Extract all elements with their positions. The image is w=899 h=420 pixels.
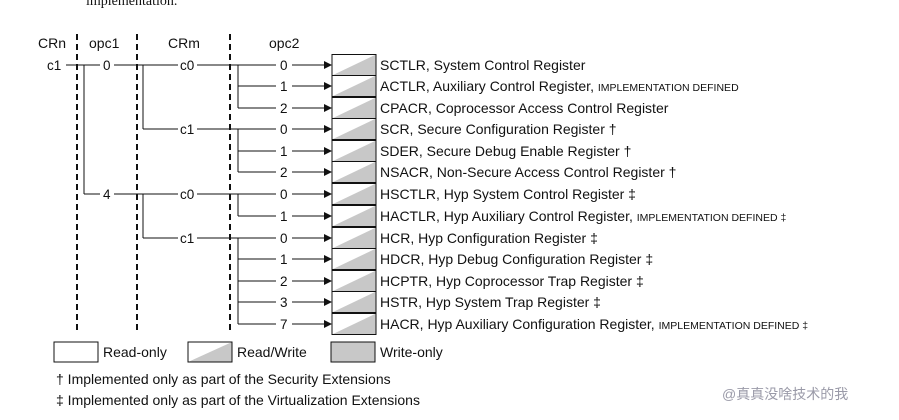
register-row: 3 HSTR, Hyp System Trap Register ‡ [238, 291, 601, 313]
opc2-label: 0 [280, 231, 288, 246]
access-box [331, 54, 377, 76]
register-row: 0 HSCTLR, Hyp System Control Register ‡ [276, 183, 636, 205]
register-name: ACTLR, Auxiliary Control Register, IMPLE… [380, 78, 739, 94]
register-row: 0 SCTLR, System Control Register [276, 54, 586, 76]
opc2-label: 2 [280, 101, 288, 116]
footnote-virtualization: ‡ Implemented only as part of the Virtua… [56, 392, 420, 408]
watermark: @真真没啥技术的我 [722, 386, 848, 402]
register-name: HACR, Hyp Auxiliary Configuration Regist… [380, 316, 808, 332]
footnote-security: † Implemented only as part of the Securi… [56, 371, 391, 387]
opc2-label: 1 [280, 252, 288, 267]
tree-lines [66, 64, 276, 324]
register-name: SCR, Secure Configuration Register † [380, 121, 617, 137]
opc2-label: 7 [280, 317, 288, 332]
crn-label: c1 [47, 58, 61, 73]
access-box [331, 183, 377, 205]
opc1-label-4: 4 [103, 187, 111, 202]
access-box [331, 118, 377, 140]
opc2-label: 0 [280, 187, 288, 202]
access-box [331, 227, 377, 249]
access-box [331, 205, 377, 227]
register-name: HCR, Hyp Configuration Register ‡ [380, 230, 598, 246]
register-row: 1 HDCR, Hyp Debug Configuration Register … [238, 248, 653, 270]
register-row: 2 NSACR, Non-Secure Access Control Regist… [238, 161, 676, 183]
legend-read-only-swatch [53, 341, 99, 363]
register-name: NSACR, Non-Secure Access Control Registe… [380, 164, 676, 180]
register-row: 1 HACTLR, Hyp Auxiliary Control Register,… [238, 205, 786, 227]
legend-read-write-label: Read/Write [237, 344, 307, 360]
opc2-label: 1 [280, 209, 288, 224]
header-crn: CRn [38, 35, 66, 51]
opc2-label: 0 [280, 58, 288, 73]
access-box [331, 313, 377, 335]
register-name: HCPTR, Hyp Coprocessor Trap Register ‡ [380, 273, 644, 289]
register-name: HACTLR, Hyp Auxiliary Control Register, … [380, 208, 786, 224]
access-box [331, 75, 377, 97]
opc2-label: 3 [280, 295, 288, 310]
opc2-label: 0 [280, 122, 288, 137]
header-opc2: opc2 [269, 35, 300, 51]
header-opc1: opc1 [89, 35, 120, 51]
register-name: HSCTLR, Hyp System Control Register ‡ [380, 186, 636, 202]
access-box [331, 270, 377, 292]
crm-label-c0-a: c0 [180, 58, 194, 73]
legend-read-only-label: Read-only [103, 344, 167, 360]
crm-label-c0-b: c0 [180, 187, 194, 202]
legend-read-write-swatch [187, 341, 233, 363]
opc1-label-0: 0 [103, 58, 111, 73]
top-caption: implementation. [86, 0, 177, 9]
register-row: 2 CPACR, Coprocessor Access Control Regis… [238, 97, 669, 119]
crm-label-c1-b: c1 [180, 231, 194, 246]
legend-write-only-swatch [330, 341, 376, 363]
opc2-label: 2 [280, 274, 288, 289]
access-box [331, 97, 377, 119]
tree-labels: c1 0 4 c0 c1 c0 c1 [44, 57, 197, 246]
register-name: HSTR, Hyp System Trap Register ‡ [380, 294, 601, 310]
access-box [331, 161, 377, 183]
register-row: 2 HCPTR, Hyp Coprocessor Trap Register ‡ [238, 270, 644, 292]
register-row: 7 HACR, Hyp Auxiliary Configuration Regis… [238, 313, 808, 335]
legend-write-only-label: Write-only [380, 344, 443, 360]
column-separators [76, 34, 231, 334]
register-name: HDCR, Hyp Debug Configuration Register ‡ [380, 251, 653, 267]
register-row: 0 SCR, Secure Configuration Register † [276, 118, 617, 140]
header-crm: CRm [168, 35, 200, 51]
register-row: 1 ACTLR, Auxiliary Control Register, IMPL… [238, 75, 739, 97]
access-box [331, 291, 377, 313]
register-rows: 0 SCTLR, System Control Register 1 ACTLR, A… [238, 54, 808, 335]
opc2-label: 1 [280, 144, 288, 159]
legend: Read-only Read/Write Write-only [53, 341, 443, 363]
opc2-label: 1 [280, 79, 288, 94]
opc2-label: 2 [280, 165, 288, 180]
crm-label-c1-a: c1 [180, 122, 194, 137]
register-name: CPACR, Coprocessor Access Control Regist… [380, 100, 669, 116]
register-name: SDER, Secure Debug Enable Register † [380, 143, 631, 159]
register-row: 1 SDER, Secure Debug Enable Register † [238, 140, 631, 162]
register-name: SCTLR, System Control Register [380, 57, 586, 73]
register-row: 0 HCR, Hyp Configuration Register ‡ [276, 227, 598, 249]
access-box [331, 140, 377, 162]
access-box [331, 248, 377, 270]
